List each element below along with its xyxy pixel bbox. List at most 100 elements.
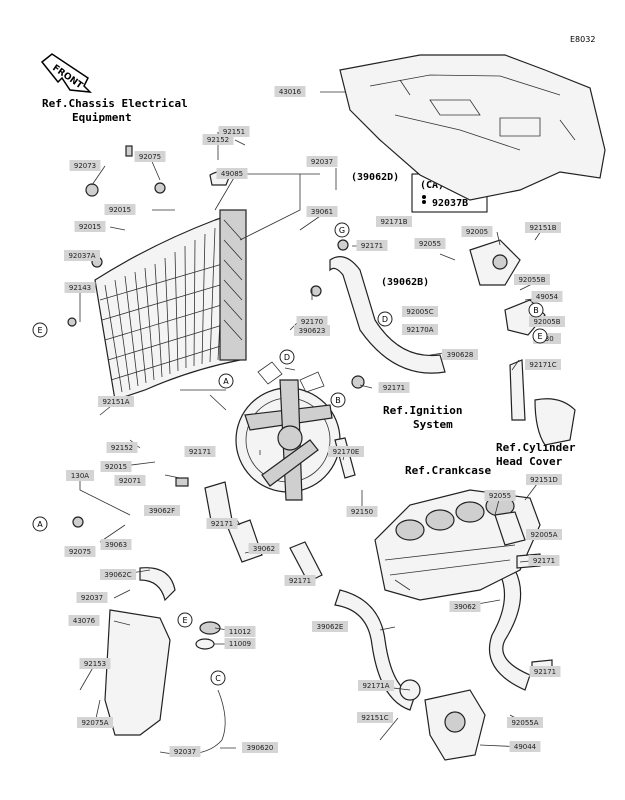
part-label[interactable]: 92143 bbox=[64, 282, 96, 293]
part-number: 39062 bbox=[253, 545, 275, 553]
part-label[interactable]: 92151C bbox=[357, 712, 393, 723]
part-label[interactable]: 130A bbox=[66, 470, 94, 481]
part-label[interactable]: 92151B bbox=[525, 222, 561, 233]
part-label[interactable]: 92071 bbox=[114, 475, 146, 486]
front-arrow: FRONT bbox=[40, 53, 93, 93]
part-number: 92151B bbox=[529, 224, 556, 232]
part-label[interactable]: 92005C bbox=[402, 306, 438, 317]
part-number: 92171A bbox=[362, 682, 389, 690]
part-number: 92170 bbox=[301, 318, 323, 326]
part-label[interactable]: 92073 bbox=[69, 160, 101, 171]
part-label[interactable]: 92037 bbox=[169, 746, 201, 757]
part-label[interactable]: 92171 bbox=[529, 666, 561, 677]
part-label[interactable]: 49044 bbox=[509, 741, 541, 752]
hose-right bbox=[488, 569, 531, 691]
part-label[interactable]: 49085 bbox=[216, 168, 248, 179]
svg-text:A: A bbox=[37, 520, 43, 529]
part-label[interactable]: 92171C bbox=[525, 359, 561, 370]
part-labels: 4301692151921529207392075920154908592037… bbox=[64, 86, 565, 757]
part-label[interactable]: 92075 bbox=[64, 546, 96, 557]
part-label[interactable]: 92171 bbox=[528, 555, 560, 566]
part-label[interactable]: 92152 bbox=[202, 134, 234, 145]
part-number: 92015 bbox=[109, 206, 131, 214]
part-number: 390623 bbox=[299, 327, 326, 335]
part-label[interactable]: 92005 bbox=[461, 226, 493, 237]
part-label[interactable]: 92171B bbox=[376, 216, 412, 227]
part-label[interactable]: 92055A bbox=[507, 717, 543, 728]
part-label[interactable]: 92075A bbox=[77, 717, 113, 728]
part-number: 92015 bbox=[105, 463, 127, 471]
kit-label-ca: (CA) bbox=[420, 180, 444, 191]
part-label[interactable]: 92170A bbox=[402, 324, 438, 335]
part-number: 92015 bbox=[79, 223, 101, 231]
part-label[interactable]: 11012 bbox=[224, 626, 256, 637]
ref-chassis-electrical-line: Ref.Chassis Electrical bbox=[42, 97, 188, 110]
part-label[interactable]: 92150 bbox=[346, 506, 378, 517]
ref-cylinder-head-cover-line: Ref.Cylinder bbox=[496, 441, 576, 454]
part-label[interactable]: 92075 bbox=[134, 151, 166, 162]
part-number: 49085 bbox=[221, 170, 243, 178]
part-label[interactable]: 11009 bbox=[224, 638, 256, 649]
part-label[interactable]: 92170E bbox=[328, 446, 364, 457]
part-label[interactable]: 92151A bbox=[98, 396, 134, 407]
part-label[interactable]: 390620 bbox=[242, 742, 278, 753]
part-number: 43076 bbox=[73, 617, 96, 625]
part-label[interactable]: 92055 bbox=[484, 490, 516, 501]
part-label[interactable]: 92015 bbox=[100, 461, 132, 472]
part-label[interactable]: 43016 bbox=[274, 86, 306, 97]
part-number: 11012 bbox=[229, 628, 251, 636]
part-label[interactable]: 39062E bbox=[312, 621, 348, 632]
part-label[interactable]: 39062 bbox=[449, 601, 481, 612]
part-label[interactable]: 92171 bbox=[378, 382, 410, 393]
svg-text:E: E bbox=[537, 332, 542, 341]
svg-text:A: A bbox=[223, 377, 229, 386]
part-label[interactable]: 92152 bbox=[106, 442, 138, 453]
part-label[interactable]: 92153 bbox=[79, 658, 111, 669]
part-label[interactable]: 92055 bbox=[414, 238, 446, 249]
part-label[interactable]: 92015 bbox=[74, 221, 106, 232]
part-number: 92005A bbox=[530, 531, 557, 539]
part-label[interactable]: 49054 bbox=[531, 291, 563, 302]
part-label[interactable]: 39063 bbox=[100, 539, 132, 550]
part-label[interactable]: 92171 bbox=[206, 518, 238, 529]
part-label[interactable]: 92151D bbox=[526, 474, 562, 485]
part-label[interactable]: 39062F bbox=[144, 505, 180, 516]
part-number: 43016 bbox=[279, 88, 302, 96]
part-number: 92171 bbox=[189, 448, 211, 456]
part-number: 92005B bbox=[533, 318, 560, 326]
part-label[interactable]: 390628 bbox=[442, 349, 478, 360]
part-label[interactable]: 92171 bbox=[184, 446, 216, 457]
part-label[interactable]: 92170 bbox=[296, 316, 328, 327]
part-label[interactable]: 92005A bbox=[526, 529, 562, 540]
part-label[interactable]: 92151 bbox=[218, 126, 250, 137]
part-number: 92171 bbox=[533, 557, 555, 565]
svg-text:B: B bbox=[533, 306, 539, 315]
part-label[interactable]: 92055B bbox=[514, 274, 550, 285]
callout-circle: A bbox=[32, 516, 48, 532]
part-label[interactable]: 92171A bbox=[358, 680, 394, 691]
small-fittings bbox=[67, 145, 553, 675]
part-number: 92075 bbox=[139, 153, 161, 161]
part-number: 92171B bbox=[380, 218, 407, 226]
part-label[interactable]: 92037A bbox=[64, 250, 100, 261]
part-number: 92075 bbox=[69, 548, 91, 556]
ref-ignition-system-line: Ref.Ignition bbox=[383, 404, 462, 417]
part-number: 92037A bbox=[68, 252, 95, 260]
part-number: 39061 bbox=[311, 208, 333, 216]
part-label[interactable]: 92171 bbox=[356, 240, 388, 251]
part-label[interactable]: 92171 bbox=[284, 575, 316, 586]
part-label[interactable]: 92015 bbox=[104, 204, 136, 215]
part-label[interactable]: 390623 bbox=[294, 325, 330, 336]
part-label[interactable]: 39061 bbox=[306, 206, 338, 217]
part-number: 11009 bbox=[229, 640, 251, 648]
svg-text:D: D bbox=[382, 315, 388, 324]
part-label[interactable]: 92037 bbox=[76, 592, 108, 603]
part-label[interactable]: 92037 bbox=[306, 156, 338, 167]
part-label[interactable]: 39062 bbox=[248, 543, 280, 554]
part-label[interactable]: 43076 bbox=[68, 615, 100, 626]
part-number: 92171 bbox=[361, 242, 383, 250]
part-label[interactable]: 39062C bbox=[100, 569, 136, 580]
part-label[interactable]: 92005B bbox=[529, 316, 565, 327]
